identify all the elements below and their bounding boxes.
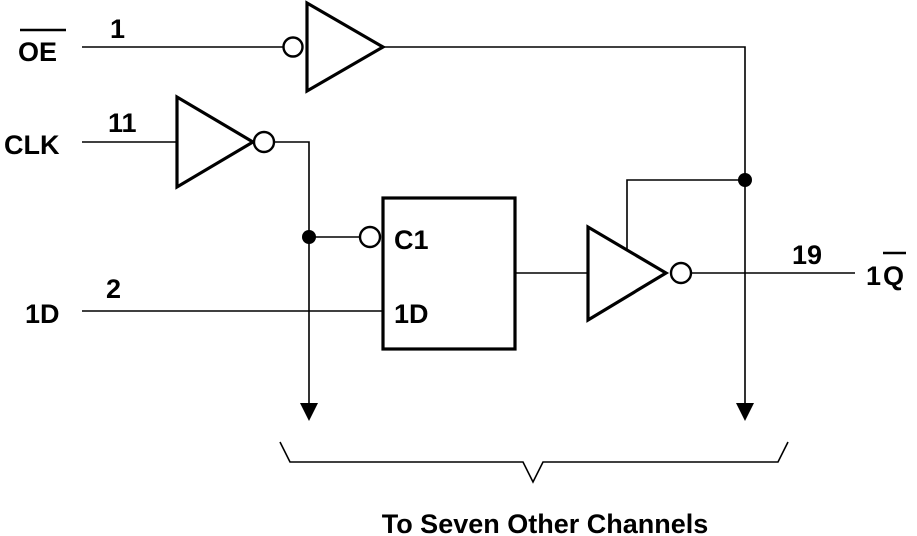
d-row: 1D 2 <box>25 274 383 329</box>
oe-label: OE <box>18 37 57 67</box>
clk-inverter-bubble <box>252 130 276 154</box>
output-pin-number: 19 <box>792 240 822 270</box>
channels-caption: To Seven Other Channels <box>382 509 709 536</box>
oe-row: OE 1 <box>18 0 746 408</box>
clk-pin-number: 11 <box>108 108 137 138</box>
clk-bus-wire <box>274 141 310 408</box>
oe-inverter-bubble <box>282 36 304 58</box>
clk-label: CLK <box>4 130 60 160</box>
clk-row: CLK 11 <box>4 94 360 408</box>
flipflop: C1 1D <box>358 196 588 351</box>
d-pin-number: 2 <box>106 274 121 304</box>
oe-enable-wire <box>383 46 746 408</box>
oe-buffer-gate <box>305 0 387 94</box>
d-label: 1D <box>25 299 60 329</box>
flipflop-box <box>381 196 517 351</box>
flipflop-clock-label: C1 <box>394 225 429 255</box>
output-inverter-bubble <box>669 261 693 285</box>
channels-brace <box>279 441 789 484</box>
output-stage: 19 1 Q <box>586 173 906 323</box>
output-enable-wire <box>626 179 745 250</box>
flipflop-data-label: 1D <box>394 299 429 329</box>
c1-inverter-bubble <box>358 225 382 249</box>
clk-down-arrow <box>300 403 318 421</box>
oe-pin-number: 1 <box>110 14 125 44</box>
clk-inverter-gate <box>175 94 257 190</box>
oe-junction-dot <box>738 173 752 187</box>
output-label-q: Q <box>883 261 904 291</box>
output-label-prefix: 1 <box>866 261 881 291</box>
oe-down-arrow <box>736 403 754 421</box>
